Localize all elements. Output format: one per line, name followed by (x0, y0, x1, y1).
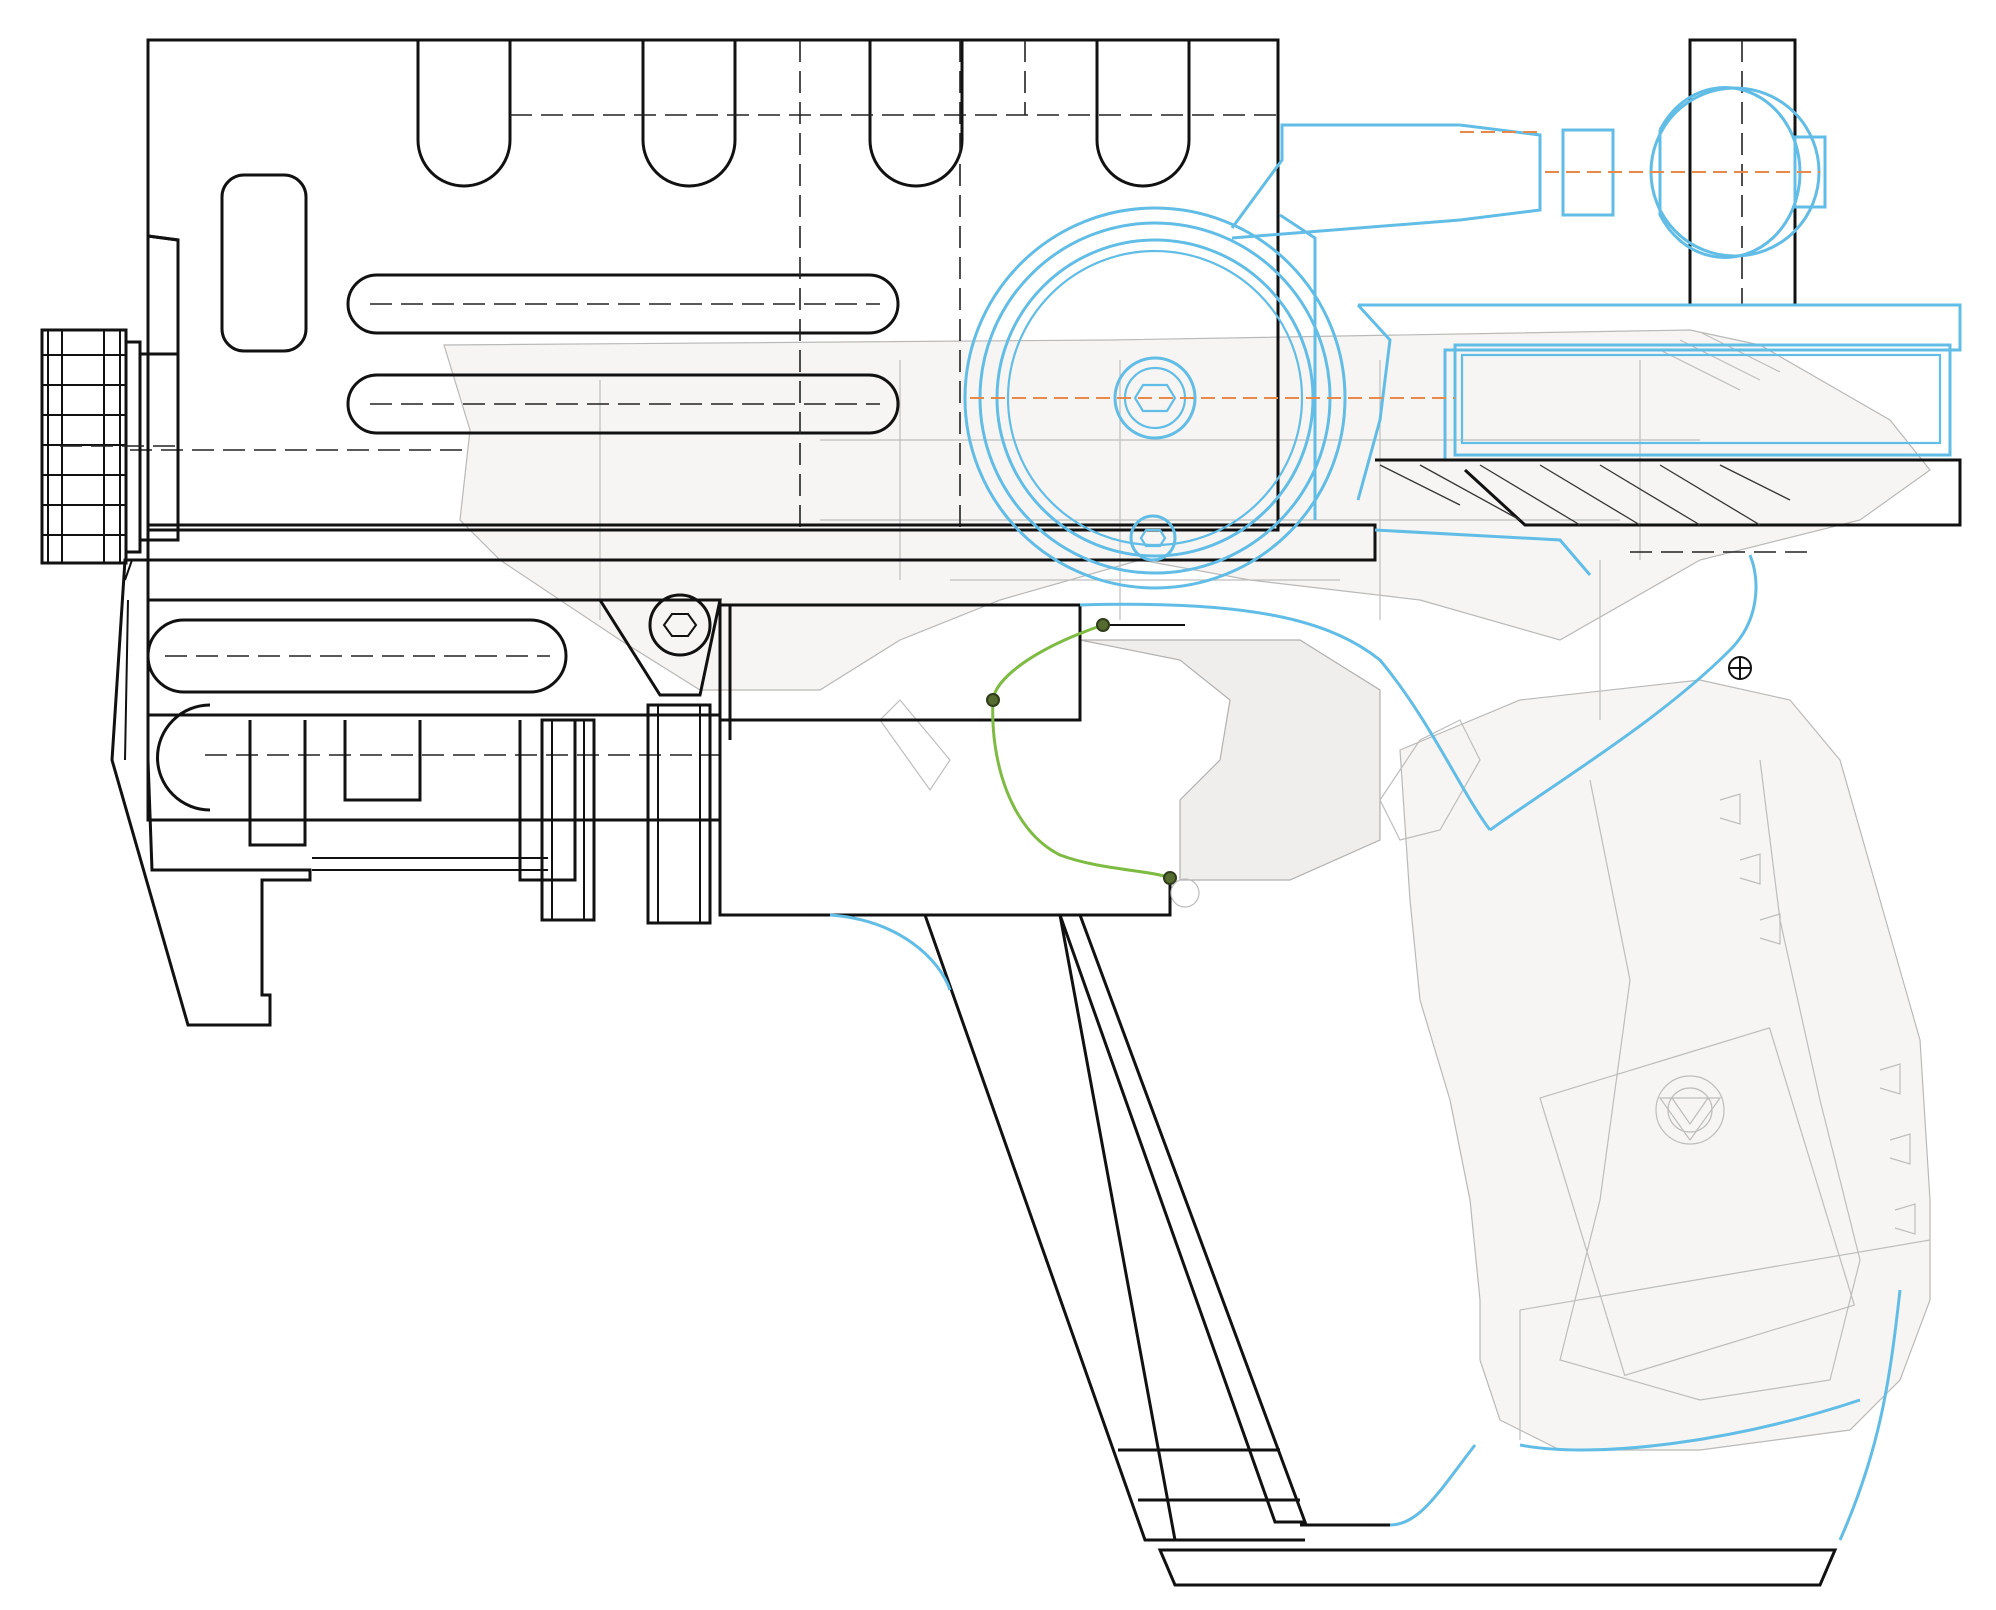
frame-pin-cross (1729, 657, 1751, 679)
mag-rail-left (923, 914, 1177, 1542)
scope-lower-bolt-hex (1139, 528, 1167, 548)
cyan-grip-bottom (1838, 1289, 1902, 1541)
scope-outer-ring (963, 206, 1347, 590)
reference-pistol-frame (443, 329, 1931, 1451)
shroud-tube (1453, 343, 1952, 457)
mag-baseplate (1157, 1548, 1838, 1587)
chamber-divider (718, 605, 732, 740)
emitter-centerline (1460, 131, 1820, 173)
buffer-tube-knurled-cap (40, 328, 180, 565)
reference-serrations (1719, 793, 1916, 1235)
cyan-frame-outline (829, 554, 1902, 1541)
vent-slot-4 (1095, 40, 1191, 188)
pivot-boss (597, 598, 722, 697)
reference-grip-divider (1519, 1239, 1931, 1311)
buffer-cap-ring-1 (47, 329, 121, 564)
cyan-grip-back (1519, 1398, 1861, 1452)
barrel-shroud (970, 303, 1962, 680)
vent-slot-1 (416, 40, 512, 188)
reference-grip-panel (1539, 1027, 1856, 1377)
spring-tube-outline (148, 713, 722, 822)
trigger-guard-line (991, 623, 1171, 880)
cyan-mag-curve (1389, 1444, 1477, 1527)
guard-point-2 (986, 693, 1000, 707)
reference-mag-release (1379, 719, 1481, 841)
upper-construction-lines (130, 40, 1278, 530)
reference-grip (1399, 679, 1931, 1451)
buffer-slot (146, 618, 568, 694)
scope-hub (1113, 356, 1197, 440)
shroud-tube-inner (1460, 353, 1942, 445)
reference-hammer-hatch (1659, 331, 1781, 391)
cyan-front-curve (829, 913, 952, 991)
pivot-bolt (648, 593, 712, 657)
cyan-front-strap (1489, 554, 1758, 832)
shroud-swoop (1374, 528, 1592, 576)
mag-well-front (718, 720, 1172, 917)
tube-ring-1 (540, 718, 596, 922)
mag-body-lines (1118, 1448, 1305, 1542)
grip-emblem (1655, 1075, 1725, 1145)
scope-hub-hex (1133, 383, 1177, 413)
guard-point-3 (1163, 871, 1177, 885)
lower-rail-outline (146, 523, 1377, 562)
long-slot-lower (346, 373, 900, 435)
reference-slide (443, 329, 1931, 691)
scope-lower-bolt (1129, 514, 1177, 562)
pivot-bolt-hex (662, 613, 698, 637)
stock-edge (124, 559, 133, 761)
spring-tube-cap (156, 703, 211, 812)
spring-coils (248, 720, 577, 882)
scope-bracket (1230, 123, 1461, 520)
mag-rail-right (1058, 914, 1308, 1524)
shroud-lower-rail (1375, 458, 1962, 527)
lower-receiver-rails (146, 523, 1377, 925)
long-slot-upper (346, 273, 900, 335)
cyan-trigger-outline (1079, 602, 1492, 831)
reference-trigger-area (1079, 639, 1381, 881)
shroud-hatching (1379, 464, 1791, 526)
vent-slot-3 (868, 40, 964, 188)
buffer-cap-collar (124, 340, 142, 554)
tube-ring-detail (312, 705, 701, 923)
reference-grip-contour (1559, 759, 1861, 1401)
muzzle-emitter (1459, 86, 1827, 259)
trigger-guard-curve (986, 618, 1200, 908)
vent-slot-2 (641, 40, 737, 188)
stock-block-outline (146, 234, 180, 532)
guard-point-3-ring (1170, 878, 1200, 908)
guard-point-1 (1096, 618, 1110, 632)
tube-ring-2 (646, 703, 712, 925)
emitter-ball (1658, 86, 1802, 259)
buffer-cap-knurl (42, 330, 126, 563)
side-port (220, 173, 308, 353)
stock-plate (110, 525, 312, 1027)
magazine-well-extension (718, 720, 1838, 1587)
buffer-cap-stem (138, 352, 180, 542)
reference-slide-release (879, 699, 951, 792)
emitter-cone (1459, 123, 1542, 222)
emitter-tip (1793, 135, 1827, 209)
buffer-cap-body (40, 328, 128, 565)
